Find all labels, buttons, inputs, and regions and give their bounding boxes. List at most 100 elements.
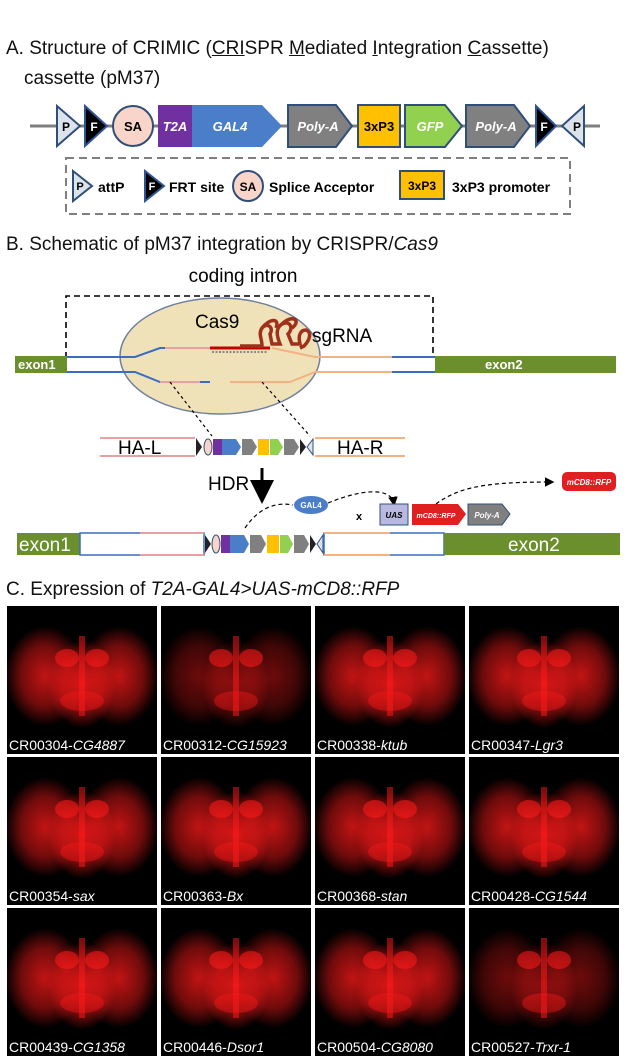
expression-panel: CR00338-ktub bbox=[315, 606, 465, 754]
svg-text:F: F bbox=[90, 120, 97, 134]
svg-text:FRT site: FRT site bbox=[169, 179, 224, 195]
svg-text:3xP3: 3xP3 bbox=[408, 179, 436, 193]
panel-gene: sax bbox=[72, 888, 95, 904]
svg-text:SA: SA bbox=[124, 119, 143, 134]
panel-caption: CR00428-CG1544 bbox=[471, 888, 587, 904]
expression-panel: CR00368-stan bbox=[315, 757, 465, 905]
expression-panel: CR00363-Bx bbox=[161, 757, 311, 905]
hdr-label: HDR bbox=[208, 474, 249, 495]
section-c-title: C. Expression of T2A-GAL4>UAS-mCD8::RFP bbox=[6, 579, 400, 600]
panel-gene: CG1358 bbox=[72, 1039, 125, 1055]
gfp-box: GFP bbox=[404, 104, 464, 148]
exon2-box bbox=[435, 356, 616, 373]
cross-symbol: x bbox=[356, 511, 363, 523]
attp-left-icon: P bbox=[56, 103, 82, 149]
panel-caption: CR00347-Lgr3 bbox=[471, 737, 563, 753]
section-a-subtitle: cassette (pM37) bbox=[24, 68, 161, 89]
expression-panel: CR00428-CG1544 bbox=[469, 757, 619, 905]
panel-id: CR00428- bbox=[471, 888, 535, 904]
legend-frt: F FRT site bbox=[144, 168, 224, 204]
panel-caption: CR00338-ktub bbox=[317, 737, 407, 753]
panel-gene: CG15923 bbox=[226, 737, 287, 753]
panel-gene: CG8080 bbox=[380, 1039, 433, 1055]
svg-text:T2A: T2A bbox=[163, 119, 188, 134]
legend-attp: P attP bbox=[72, 168, 124, 204]
svg-text:F: F bbox=[540, 120, 547, 134]
expression-panel: CR00304-CG4887 bbox=[7, 606, 157, 754]
brain-image bbox=[469, 777, 619, 879]
svg-text:GAL4: GAL4 bbox=[300, 501, 322, 510]
svg-text:P: P bbox=[62, 120, 70, 134]
cas9-label: Cas9 bbox=[195, 312, 239, 333]
panel-id: CR00338- bbox=[317, 737, 381, 753]
panel-caption: CR00504-CG8080 bbox=[317, 1039, 433, 1055]
panel-caption: CR00363-Bx bbox=[163, 888, 243, 904]
panel-gene: Dsor1 bbox=[226, 1039, 265, 1055]
section-a-title: A. Structure of CRIMIC (CRISPR Mediated … bbox=[6, 38, 549, 59]
uas-reporter: UAS mCD8::RFP Poly-A bbox=[379, 503, 511, 526]
panel-id: CR00527- bbox=[471, 1039, 535, 1055]
panel-id: CR00347- bbox=[471, 737, 535, 753]
svg-text:SA: SA bbox=[240, 180, 257, 194]
crimic-cassette-diagram: P F SA T2A GAL4 Poly-A 3xP3 GFP Poly-A bbox=[30, 103, 600, 215]
brain-image bbox=[469, 928, 619, 1030]
panel-id: CR00368- bbox=[317, 888, 381, 904]
expression-panel: CR00527-Trxr-1 bbox=[469, 908, 619, 1056]
gal4-box: GAL4 bbox=[192, 105, 282, 147]
panel-id: CR00312- bbox=[163, 737, 227, 753]
expression-panel: CR00312-CG15923 bbox=[161, 606, 311, 754]
legend-box bbox=[65, 157, 571, 215]
panel-gene: Lgr3 bbox=[534, 737, 563, 753]
panel-gene: CG1544 bbox=[534, 888, 587, 904]
panel-gene: CG4887 bbox=[72, 737, 125, 753]
attp-right-icon: P bbox=[560, 103, 585, 149]
panel-caption: CR00439-CG1358 bbox=[9, 1039, 125, 1055]
brain-image bbox=[161, 626, 311, 728]
expression-panel: CR00446-Dsor1 bbox=[161, 908, 311, 1056]
svg-text:UAS: UAS bbox=[386, 511, 404, 520]
promoter-3xp3-box: 3xP3 bbox=[357, 104, 401, 148]
panel-caption: CR00304-CG4887 bbox=[9, 737, 125, 753]
panel-caption: CR00354-sax bbox=[9, 888, 95, 904]
svg-text:3xP3: 3xP3 bbox=[364, 119, 394, 134]
gal4-protein bbox=[294, 496, 328, 514]
panel-caption: CR00368-stan bbox=[317, 888, 407, 904]
section-b-title: B. Schematic of pM37 integration by CRIS… bbox=[6, 234, 438, 255]
svg-text:exon1: exon1 bbox=[19, 535, 71, 556]
svg-text:exon1: exon1 bbox=[18, 357, 56, 372]
exon1-box bbox=[15, 356, 67, 373]
panel-caption: CR00527-Trxr-1 bbox=[471, 1039, 571, 1055]
panel-gene: stan bbox=[380, 888, 408, 904]
splice-acceptor-icon: SA bbox=[112, 105, 154, 147]
coding-intron-label: coding intron bbox=[189, 266, 298, 287]
svg-text:Poly-A: Poly-A bbox=[474, 511, 500, 520]
expression-panel: CR00504-CG8080 bbox=[315, 908, 465, 1056]
polya-box-2: Poly-A bbox=[465, 104, 532, 148]
panel-caption: CR00446-Dsor1 bbox=[163, 1039, 264, 1055]
svg-text:P: P bbox=[76, 181, 83, 193]
frt-left-icon: F bbox=[84, 103, 109, 149]
svg-text:F: F bbox=[149, 181, 156, 193]
svg-text:Splice Acceptor: Splice Acceptor bbox=[269, 179, 375, 195]
brain-image bbox=[161, 777, 311, 879]
sgrna-label: sgRNA bbox=[312, 326, 373, 347]
expression-panel: CR00347-Lgr3 bbox=[469, 606, 619, 754]
svg-text:3xP3 promoter: 3xP3 promoter bbox=[452, 179, 551, 195]
panel-id: CR00363- bbox=[163, 888, 227, 904]
expression-panel: CR00354-sax bbox=[7, 757, 157, 905]
svg-text:HA-R: HA-R bbox=[337, 438, 383, 459]
brain-image bbox=[7, 928, 157, 1030]
svg-text:attP: attP bbox=[98, 179, 124, 195]
panel-gene: ktub bbox=[380, 737, 408, 753]
integrated-allele: exon1 exon2 bbox=[17, 532, 620, 556]
brain-image bbox=[7, 626, 157, 728]
svg-text:mCD8::RFP: mCD8::RFP bbox=[417, 513, 456, 520]
frt-right-icon: F bbox=[535, 103, 558, 149]
brain-image bbox=[7, 777, 157, 879]
legend-sa: SA Splice Acceptor bbox=[232, 170, 375, 202]
svg-text:HA-L: HA-L bbox=[118, 438, 161, 459]
svg-text:GFP: GFP bbox=[417, 119, 444, 134]
legend-3xp3: 3xP3 3xP3 promoter bbox=[399, 170, 551, 200]
panel-id: CR00446- bbox=[163, 1039, 227, 1055]
